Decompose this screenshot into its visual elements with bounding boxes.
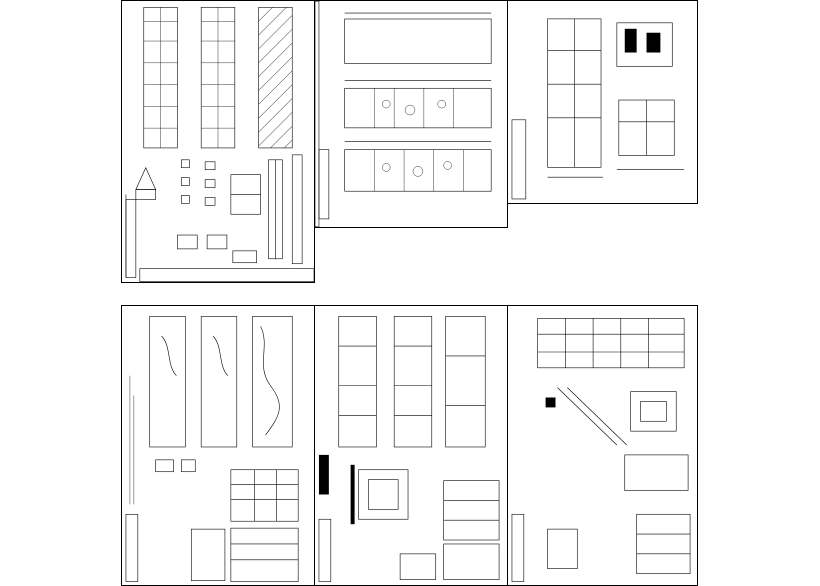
sheet-2-drawing: [315, 1, 492, 227]
sheet-6-drawing: [511, 318, 691, 582]
sheet-1-drawing: [125, 7, 314, 282]
drawing-sheet-2: [314, 0, 508, 228]
drawing-sheet-5: [314, 305, 508, 586]
sheet-3-drawing: [511, 18, 685, 200]
drawing-sheet-1: [121, 0, 315, 283]
drawing-sheet-4: [121, 305, 315, 586]
drawing-sheet-3: [507, 0, 698, 204]
sheet-5-drawing: [318, 316, 500, 582]
sheet-4-drawing: [125, 316, 299, 582]
drawing-sheet-6: [507, 305, 698, 586]
